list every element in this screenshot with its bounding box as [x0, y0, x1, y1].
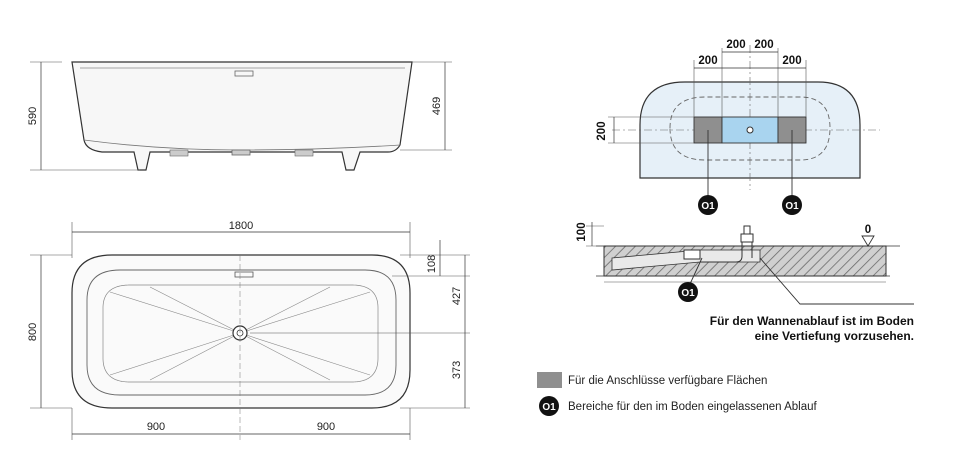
section-note-line2: eine Vertiefung vorzusehen.	[755, 329, 914, 343]
level-marker	[861, 235, 875, 247]
overflow-slot	[234, 70, 254, 77]
drain-point	[746, 126, 754, 134]
dim-half-left-900: 900	[147, 421, 165, 433]
tub-side-outline	[71, 61, 413, 171]
drain-foot	[231, 149, 251, 156]
dim-right-427: 427	[451, 287, 463, 305]
dim-right-373: 373	[451, 361, 463, 379]
legend-item-connections: Für die Anschlüsse verfügbare Flächen	[568, 375, 767, 387]
legend-item-drain-area: Bereiche für den im Boden eingelassenen …	[568, 401, 818, 413]
svg-text:O1: O1	[701, 201, 715, 212]
overflow-opening	[234, 271, 254, 278]
legend: Für die Anschlüsse verfügbare Flächen O1…	[537, 372, 818, 416]
svg-text:O1: O1	[681, 288, 695, 299]
dim-top-200-b: 200	[726, 39, 745, 51]
section-note-line1: Für den Wannenablauf ist im Boden	[710, 314, 914, 328]
svg-text:O1: O1	[785, 201, 799, 212]
dim-width-800: 800	[27, 323, 39, 341]
dim-depth-100: 100	[576, 222, 588, 241]
legend-swatch	[537, 372, 562, 388]
dim-height-590: 590	[27, 107, 39, 125]
drain-trap	[683, 225, 754, 263]
floor-section: 100 0 O1 Für den Wannenablauf ist im Bod…	[576, 222, 914, 343]
dim-inner-height-469: 469	[431, 97, 443, 115]
drain-plan: 200 200 200 200 200 O1 O1	[596, 39, 880, 215]
dim-side-200: 200	[596, 121, 608, 140]
top-view: 1800 800 108 427 373 900 900	[27, 220, 470, 440]
dim-top-200-c: 200	[754, 39, 773, 51]
side-view: 590 469	[27, 61, 452, 171]
dim-right-108: 108	[426, 255, 438, 273]
level-zero-label: 0	[865, 224, 871, 236]
dim-half-right-900: 900	[317, 421, 335, 433]
badge-o1-section: O1	[678, 282, 698, 302]
badge-o1-right: O1	[782, 195, 802, 215]
dim-top-200-a: 200	[698, 55, 717, 67]
svg-text:O1: O1	[542, 402, 556, 413]
dim-length-1800: 1800	[229, 220, 253, 232]
badge-o1-left: O1	[698, 195, 718, 215]
legend-badge: O1	[539, 396, 559, 416]
dim-top-200-d: 200	[782, 55, 801, 67]
